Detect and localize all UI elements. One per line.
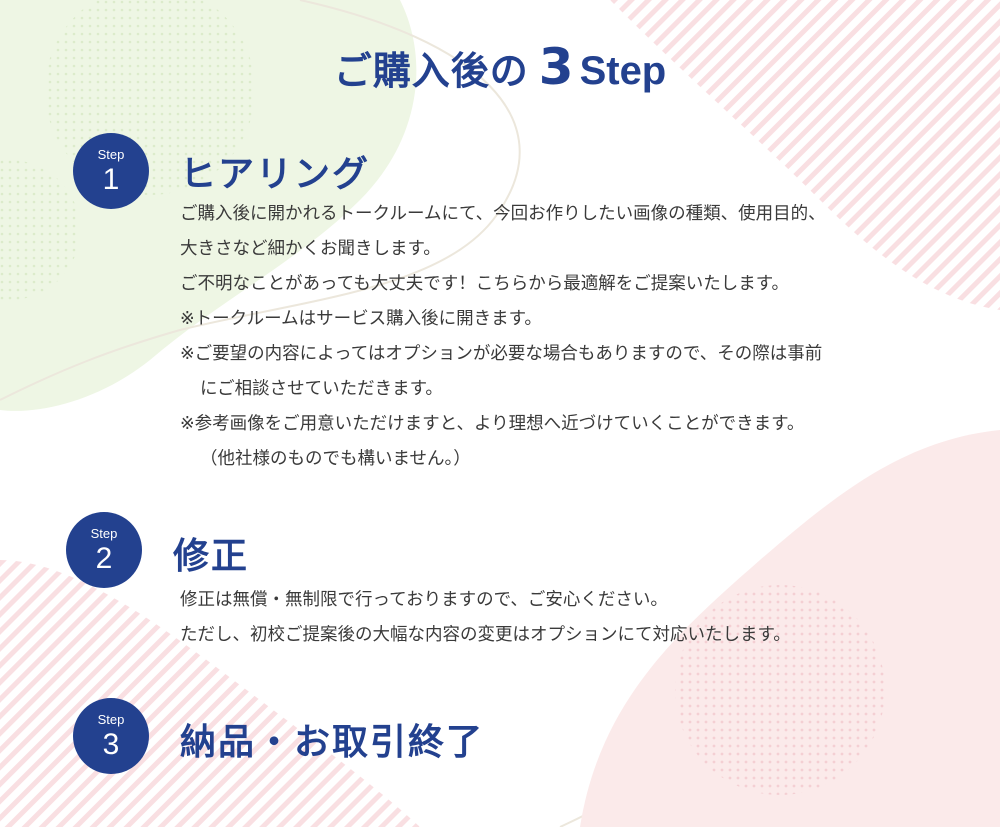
step-1-body: ご購入後に開かれるトークルームにて、今回お作りしたい画像の種類、使用目的、 大き… — [180, 197, 826, 477]
step-1-heading: ヒアリング — [180, 154, 371, 195]
step-1-badge: Step 1 — [73, 133, 149, 209]
step-3-heading: 納品・お取引終了 — [180, 722, 485, 763]
step-1-line: ※参考画像をご用意いただけますと、より理想へ近づけていくことができます。 — [180, 414, 805, 434]
step-3-badge: Step 3 — [73, 698, 149, 774]
step-3-label: Step — [97, 712, 125, 727]
step-1-line: ※トークルームはサービス購入後に開きます。 — [180, 309, 542, 329]
step-2-number: 2 — [95, 542, 113, 575]
step-1-line: ご不明なことがあっても大丈夫です！こちらから最適解をご提案いたします。 — [180, 274, 789, 294]
step-1-label: Step — [97, 147, 125, 162]
title-prefix: ご購入後の — [333, 49, 529, 93]
green-dots-left — [0, 160, 80, 300]
step-2-heading: 修正 — [173, 536, 250, 577]
step-2-label: Step — [90, 526, 118, 541]
step-1-number: 1 — [102, 163, 120, 196]
title-number: 3 — [538, 38, 574, 96]
step-2-body: 修正は無償・無制限で行っておりますので、ご安心ください。 ただし、初校ご提案後の… — [180, 583, 791, 653]
step-1-line: にご相談させていただきます。 — [200, 379, 443, 399]
step-2-badge: Step 2 — [66, 512, 142, 588]
step-1-line: （他社様のものでも構いません。） — [200, 449, 471, 469]
pink-dots — [675, 585, 885, 795]
step-3-number: 3 — [102, 728, 120, 761]
title-suffix: Step — [579, 49, 667, 93]
step-1-line: ※ご要望の内容によってはオプションが必要な場合もありますので、その際は事前 — [180, 344, 823, 364]
step-1-line: 大きさなど細かくお聞きします。 — [180, 239, 441, 259]
step-2-line: 修正は無償・無制限で行っておりますので、ご安心ください。 — [180, 590, 668, 610]
step-2-line: ただし、初校ご提案後の大幅な内容の変更はオプションにて対応いたします。 — [180, 625, 791, 645]
step-1-line: ご購入後に開かれるトークルームにて、今回お作りしたい画像の種類、使用目的、 — [180, 204, 826, 224]
stripe-area-top-right — [610, 0, 1000, 310]
